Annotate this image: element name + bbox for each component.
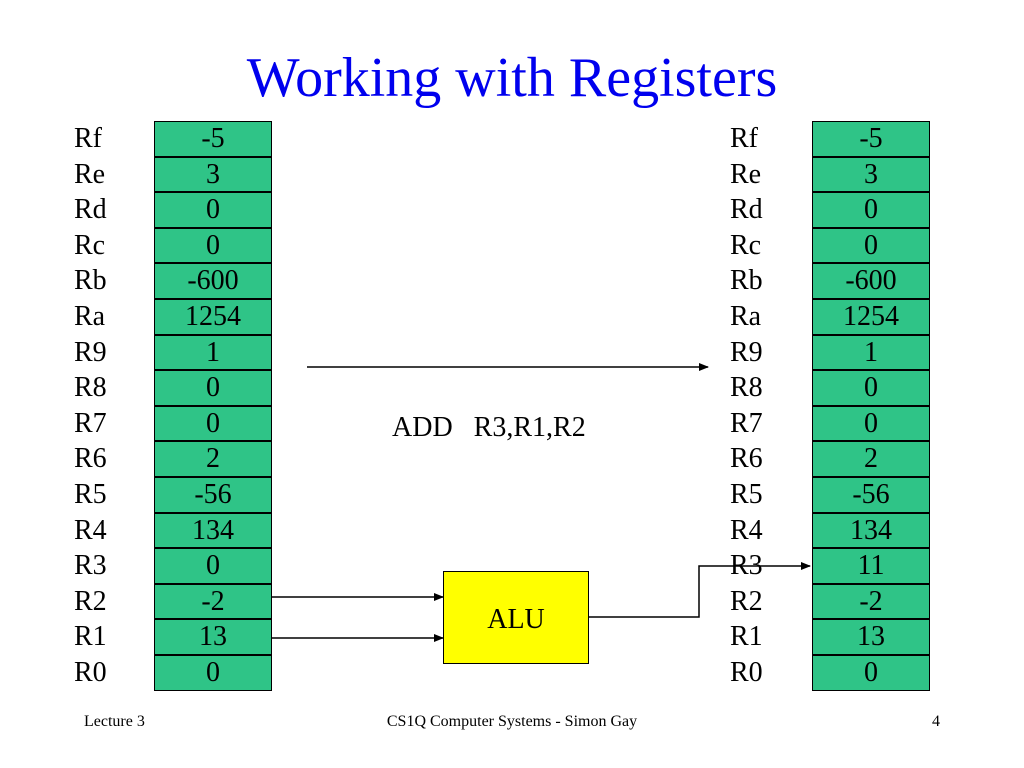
before-label-re: Re xyxy=(74,158,106,190)
after-value-r3: 11 xyxy=(812,548,930,584)
before-value-re: 3 xyxy=(154,156,272,193)
before-label-r6: R6 xyxy=(74,443,107,475)
before-value-r9: 1 xyxy=(154,334,272,371)
after-label-rd: Rd xyxy=(730,194,763,226)
instruction-text: ADD R3,R1,R2 xyxy=(392,412,586,443)
after-value-r1: 13 xyxy=(812,619,930,655)
slide-title: Working with Registers xyxy=(246,47,778,109)
after-label-r5: R5 xyxy=(730,479,763,510)
before-label-r7: R7 xyxy=(74,407,107,439)
alu-box: ALU xyxy=(443,571,589,664)
before-label-r9: R9 xyxy=(74,336,107,368)
before-label-r4: R4 xyxy=(74,514,107,546)
footer-lecture: Lecture 3 xyxy=(84,713,145,730)
before-label-rc: Rc xyxy=(74,229,106,261)
before-value-r1: 13 xyxy=(154,619,272,655)
after-label-r8: R8 xyxy=(730,372,763,404)
after-value-r2: -2 xyxy=(812,583,930,620)
after-value-ra: 1254 xyxy=(812,299,930,335)
before-value-rc: 0 xyxy=(154,227,272,264)
before-label-r5: R5 xyxy=(74,479,107,510)
after-value-r6: 2 xyxy=(812,441,930,477)
after-value-rf: -5 xyxy=(812,121,930,157)
after-value-rc: 0 xyxy=(812,227,930,264)
before-value-r6: 2 xyxy=(154,441,272,477)
before-value-r4: 134 xyxy=(154,512,272,549)
before-label-rf: Rf xyxy=(74,123,102,154)
after-label-r1: R1 xyxy=(730,621,763,653)
after-label-rf: Rf xyxy=(730,123,758,154)
after-label-r7: R7 xyxy=(730,407,763,439)
after-value-r5: -56 xyxy=(812,477,930,513)
before-value-r2: -2 xyxy=(154,583,272,620)
after-label-re: Re xyxy=(730,158,762,190)
after-label-r4: R4 xyxy=(730,514,763,546)
before-label-r8: R8 xyxy=(74,372,107,404)
before-label-ra: Ra xyxy=(74,301,106,332)
after-label-r0: R0 xyxy=(730,657,763,688)
before-value-r0: 0 xyxy=(154,655,272,691)
after-value-re: 3 xyxy=(812,156,930,193)
after-label-r9: R9 xyxy=(730,336,763,368)
after-value-r7: 0 xyxy=(812,405,930,442)
after-value-r8: 0 xyxy=(812,370,930,406)
before-label-r2: R2 xyxy=(74,585,107,617)
after-label-ra: Ra xyxy=(730,301,762,332)
after-label-r2: R2 xyxy=(730,585,763,617)
before-value-rd: 0 xyxy=(154,192,272,228)
after-value-r9: 1 xyxy=(812,334,930,371)
after-label-r6: R6 xyxy=(730,443,763,475)
after-value-rb: -600 xyxy=(812,263,930,299)
after-value-r0: 0 xyxy=(812,655,930,691)
before-value-r5: -56 xyxy=(154,477,272,513)
alu-to-r3-wire xyxy=(589,562,811,618)
before-value-r3: 0 xyxy=(154,548,272,584)
after-label-rc: Rc xyxy=(730,229,762,261)
before-label-rd: Rd xyxy=(74,194,107,226)
after-value-r4: 134 xyxy=(812,512,930,549)
before-value-r8: 0 xyxy=(154,370,272,406)
after-label-rb: Rb xyxy=(730,265,763,297)
before-label-r1: R1 xyxy=(74,621,107,653)
before-label-r0: R0 xyxy=(74,657,107,688)
before-label-r3: R3 xyxy=(74,550,107,582)
footer-course: CS1Q Computer Systems - Simon Gay xyxy=(386,713,638,730)
before-value-rf: -5 xyxy=(154,121,272,157)
before-value-r7: 0 xyxy=(154,405,272,442)
before-label-rb: Rb xyxy=(74,265,107,297)
before-value-ra: 1254 xyxy=(154,299,272,335)
before-value-rb: -600 xyxy=(154,263,272,299)
after-value-rd: 0 xyxy=(812,192,930,228)
footer-page-number: 4 xyxy=(932,713,940,730)
alu-label: ALU xyxy=(487,604,545,635)
